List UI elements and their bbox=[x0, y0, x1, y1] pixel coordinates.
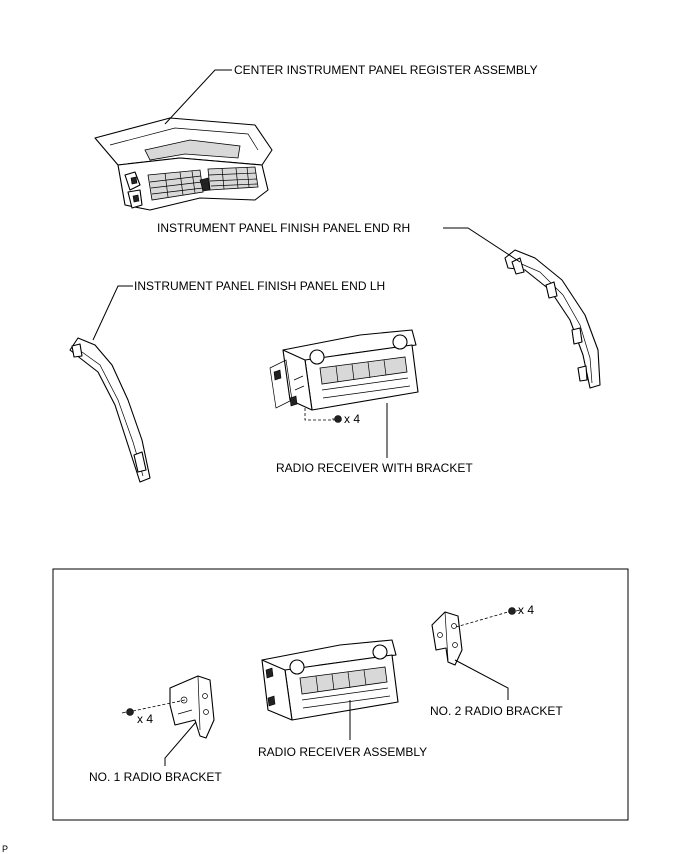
corner-code: P bbox=[2, 844, 8, 854]
label-no1-bracket: NO. 1 RADIO BRACKET bbox=[89, 770, 222, 784]
radio-receiver-with-bracket bbox=[269, 329, 419, 411]
detail-box bbox=[52, 568, 629, 821]
qty-screws-upper: x 4 bbox=[344, 412, 360, 426]
label-center-register: CENTER INSTRUMENT PANEL REGISTER ASSEMBL… bbox=[234, 63, 538, 77]
leader-no2-bracket bbox=[454, 659, 509, 700]
label-finish-panel-lh: INSTRUMENT PANEL FINISH PANEL END LH bbox=[134, 279, 385, 293]
radio-receiver-assembly bbox=[261, 639, 399, 721]
label-radio-assembly: RADIO RECEIVER ASSEMBLY bbox=[258, 745, 427, 759]
finish-panel-end-rh bbox=[504, 249, 601, 389]
label-radio-with-bracket: RADIO RECEIVER WITH BRACKET bbox=[276, 461, 473, 475]
leader-finish-panel-rh bbox=[443, 227, 521, 263]
qty-screws-no2: x 4 bbox=[518, 603, 534, 617]
label-finish-panel-rh: INSTRUMENT PANEL FINISH PANEL END RH bbox=[157, 221, 410, 235]
leader-no1-bracket bbox=[164, 721, 197, 766]
screw-upper-icon bbox=[332, 415, 342, 423]
screw-no2-icon bbox=[508, 607, 521, 615]
leader-center-register bbox=[164, 69, 232, 125]
screw-no1-icon bbox=[121, 708, 134, 716]
leader-finish-panel-lh bbox=[92, 285, 133, 341]
no2-radio-bracket bbox=[431, 611, 463, 666]
finish-panel-end-lh bbox=[69, 337, 151, 483]
label-no2-bracket: NO. 2 RADIO BRACKET bbox=[430, 704, 563, 718]
qty-screws-no1: x 4 bbox=[137, 712, 153, 726]
center-register-assembly bbox=[94, 117, 273, 211]
screw-dash-upper bbox=[304, 408, 334, 421]
screw-dash-no2 bbox=[455, 611, 509, 628]
no1-radio-bracket bbox=[169, 675, 215, 739]
screw-dash-no1 bbox=[132, 699, 186, 712]
